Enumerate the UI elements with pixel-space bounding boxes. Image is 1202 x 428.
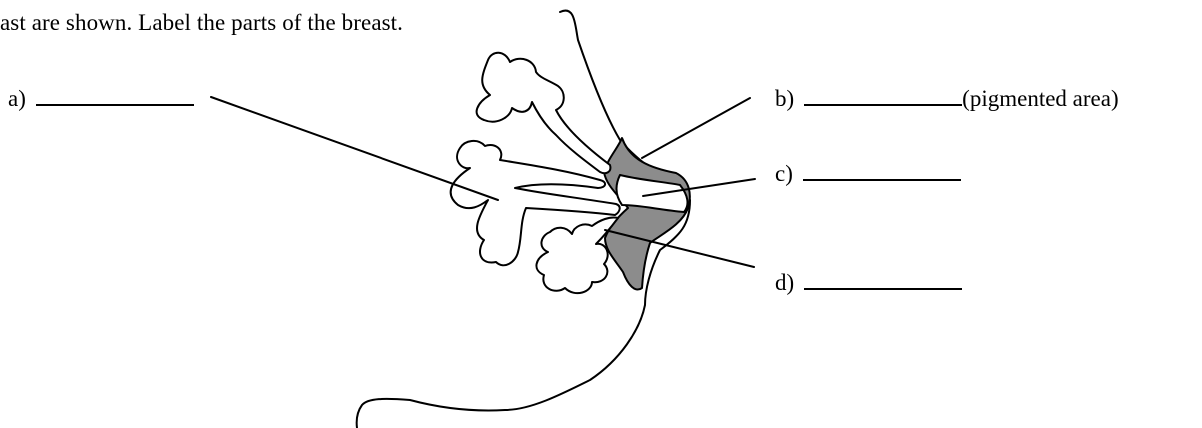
label-b-letter: b): [775, 86, 795, 111]
instruction-text: ast are shown. Label the parts of the br…: [0, 10, 404, 35]
label-b: b) (pigmented area): [775, 84, 1119, 112]
left-lobule: [449, 140, 621, 267]
label-b-hint: (pigmented area): [962, 86, 1119, 111]
label-d: d): [775, 268, 963, 296]
answer-blank-a[interactable]: [35, 84, 194, 106]
pointer-line-a: [210, 96, 499, 201]
label-c-letter: c): [775, 161, 793, 186]
answer-blank-c[interactable]: [802, 159, 961, 181]
pointer-line-c: [642, 178, 756, 197]
nipple: [615, 174, 689, 213]
breast-outline: [355, 9, 691, 428]
label-c: c): [775, 159, 961, 187]
label-d-letter: d): [775, 270, 795, 295]
upper-lobule: [475, 51, 612, 175]
pointer-line-d: [604, 229, 755, 268]
pointer-line-b: [641, 97, 751, 159]
label-a: a): [8, 84, 194, 112]
answer-blank-d[interactable]: [804, 268, 963, 290]
answer-blank-b[interactable]: [804, 84, 963, 106]
label-a-letter: a): [8, 86, 26, 111]
lower-lobule: [535, 216, 619, 295]
